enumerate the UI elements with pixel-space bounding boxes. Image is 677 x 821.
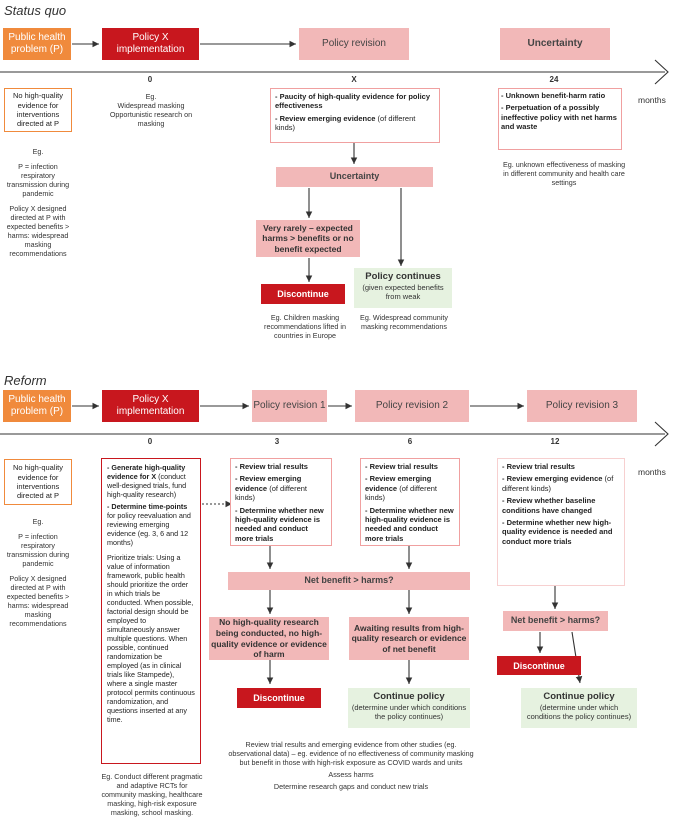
rf-months-label: months (638, 467, 666, 477)
rf-net-benefit-box: Net benefit > harms? (228, 572, 470, 590)
sq-policy-continues-box: Policy continues (given expected benefit… (354, 268, 452, 308)
sq-masking-eg: Eg. Widespread masking Opportunistic res… (109, 92, 193, 128)
rf-continue-box: Continue policy (determine under which c… (348, 688, 470, 728)
sq-very-rarely-box: Very rarely – expected harms > benefits … (256, 220, 360, 257)
rf-revision-3-box: Policy revision 3 (527, 390, 637, 422)
rf-tick-12: 12 (550, 437, 560, 446)
sq-revision-detail-box: - Paucity of high-quality evidence for p… (270, 88, 440, 143)
sq-uncertainty-eg: Eg. unknown effectiveness of masking in … (502, 160, 626, 187)
sq-no-evidence-box: No high-quality evidence for interventio… (4, 88, 72, 132)
rf-rcts-eg: Eg. Conduct different pragmatic and adap… (101, 772, 203, 817)
rf-continue-3-box: Continue policy (determine under which c… (521, 688, 637, 728)
sq-uncertainty-mid-box: Uncertainty (276, 167, 433, 187)
rf-discontinue-box: Discontinue (237, 688, 321, 708)
rf-awaiting-box: Awaiting results from high-quality resea… (349, 617, 469, 660)
sq-uncertainty-box: Uncertainty (500, 28, 610, 60)
sq-policy-x-box: Policy X implementation (102, 28, 199, 60)
sq-months-label: months (638, 95, 666, 105)
rf-tick-6: 6 (407, 437, 413, 446)
rf-revision-2-box: Policy revision 2 (355, 390, 469, 422)
sq-public-health-box: Public health problem (P) (3, 28, 71, 60)
rf-net-benefit-3-box: Net benefit > harms? (503, 611, 608, 631)
rf-no-evidence-box: No high-quality evidence for interventio… (4, 459, 72, 505)
reform-title: Reform (4, 373, 47, 388)
status-quo-title: Status quo (4, 3, 67, 18)
sq-tick-0: 0 (147, 75, 153, 84)
rf-review-note: Review trial results and emerging eviden… (228, 740, 474, 791)
sq-uncertainty-detail-box: - Unknown benefit-harm ratio - Perpetuat… (498, 88, 622, 150)
sq-widespread-eg: Eg. Widespread community masking recomme… (360, 313, 448, 331)
sq-children-eg: Eg. Children masking recommendations lif… (264, 313, 346, 340)
rf-revision-2-detail: - Review trial results - Review emerging… (360, 458, 460, 546)
rf-policy-x-box: Policy X implementation (102, 390, 199, 422)
rf-tick-0: 0 (147, 437, 153, 446)
rf-revision-3-detail: - Review trial results - Review emerging… (497, 458, 625, 586)
sq-policy-revision-box: Policy revision (299, 28, 409, 60)
rf-generate-evidence-box: - Generate high-quality evidence for X (… (101, 458, 201, 764)
sq-tick-24: 24 (549, 75, 559, 84)
rf-left-eg: Eg. P = infection respiratory transmissi… (6, 517, 70, 628)
sq-tick-x: X (351, 75, 357, 84)
rf-no-research-box: No high-quality research being conducted… (209, 617, 329, 660)
sq-left-eg: Eg. P = infection respiratory transmissi… (6, 147, 70, 258)
rf-tick-3: 3 (274, 437, 280, 446)
rf-revision-1-box: Policy revision 1 (252, 390, 327, 422)
rf-discontinue-3-box: Discontinue (497, 656, 581, 675)
rf-revision-1-detail: - Review trial results - Review emerging… (230, 458, 332, 546)
sq-discontinue-box: Discontinue (261, 284, 345, 304)
rf-public-health-box: Public health problem (P) (3, 390, 71, 422)
